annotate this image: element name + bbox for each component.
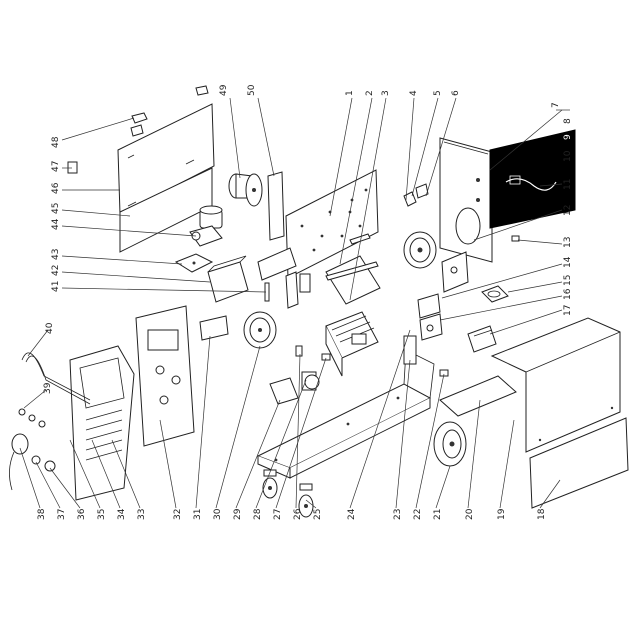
ring-connector-6	[403, 183, 429, 207]
callout-15: 15	[563, 275, 573, 286]
callout-5: 5	[433, 90, 443, 96]
control-board-12	[441, 251, 469, 293]
callout-10: 10	[563, 150, 573, 162]
callout-7: 7	[551, 102, 561, 108]
callout-49: 49	[219, 84, 229, 96]
callout-17: 17	[563, 305, 573, 316]
control-panel-32	[135, 305, 195, 447]
callout-18: 18	[537, 508, 547, 520]
callout-44: 44	[51, 218, 61, 230]
highlighted-cable-assembly	[489, 129, 576, 229]
transformer-17	[467, 325, 497, 353]
callout-31: 31	[193, 509, 203, 520]
callout-4: 4	[409, 90, 419, 96]
front-bezel-33	[69, 345, 135, 501]
callout-42: 42	[51, 265, 61, 276]
torch-40	[21, 352, 91, 405]
small-fan-15	[481, 285, 509, 303]
callout-3: 3	[381, 90, 391, 96]
post-part-50	[267, 171, 285, 241]
wire-feed-motor-44	[189, 205, 223, 247]
top-cover-46	[117, 103, 215, 215]
wire-spool-49	[228, 173, 263, 207]
callout-46: 46	[51, 182, 61, 194]
callout-29: 29	[233, 508, 243, 520]
rod-part-23	[403, 335, 417, 365]
fittings-39	[18, 408, 46, 428]
clip-part-47	[67, 161, 78, 174]
callout-2: 2	[365, 90, 375, 96]
side-cover-18	[529, 417, 629, 509]
callout-50: 50	[247, 84, 257, 96]
callout-26: 26	[293, 508, 303, 520]
callout-14: 14	[563, 256, 573, 268]
bracket-plate-43	[174, 253, 214, 273]
callout-6: 6	[451, 90, 461, 96]
callout-39: 39	[43, 382, 53, 394]
callout-37: 37	[57, 509, 67, 520]
callout-9: 9	[563, 134, 573, 140]
sockets-36-37	[31, 455, 56, 472]
callout-19: 19	[497, 508, 507, 520]
callout-16: 16	[563, 288, 573, 300]
small-parts-27-28	[295, 345, 331, 361]
trolley-handle	[403, 349, 435, 399]
cooling-fan	[403, 231, 437, 269]
heatsink-module	[325, 311, 379, 377]
board-16	[419, 313, 443, 341]
axle-part-22	[439, 369, 449, 377]
rear-panel	[439, 137, 493, 263]
callout-11: 11	[563, 179, 573, 190]
callout-1: 1	[345, 90, 355, 96]
callout-35: 35	[97, 509, 107, 520]
callout-27: 27	[273, 509, 283, 520]
callout-30: 30	[213, 508, 223, 520]
callout-33: 33	[137, 509, 147, 520]
callout-24: 24	[347, 508, 357, 520]
shelf-plate	[257, 247, 299, 309]
leader-lines	[19, 97, 570, 509]
castor-wheel-25b	[298, 483, 314, 518]
callout-25: 25	[313, 509, 323, 520]
callout-23: 23	[393, 509, 403, 520]
callout-32: 32	[173, 509, 183, 520]
callout-41: 41	[51, 281, 61, 292]
callout-34: 34	[117, 508, 127, 520]
callout-43: 43	[51, 249, 61, 260]
casing-19	[490, 317, 621, 453]
box-part-42	[207, 255, 249, 303]
rectifier-block	[269, 371, 320, 405]
callout-12: 12	[563, 205, 573, 216]
callout-22: 22	[413, 509, 423, 520]
callout-38: 38	[37, 508, 47, 520]
knob-13	[511, 235, 520, 242]
callout-13: 13	[563, 237, 573, 248]
front-shelf-20	[439, 375, 517, 417]
board-14	[417, 293, 441, 319]
callout-48: 48	[51, 136, 61, 148]
latch-part-48	[130, 85, 209, 137]
rail-bars	[325, 233, 379, 281]
display-board-31	[199, 315, 229, 341]
callout-28: 28	[253, 508, 263, 520]
callout-8: 8	[563, 118, 573, 124]
large-wheel-21	[433, 421, 467, 467]
callout-36: 36	[77, 508, 87, 520]
callout-47: 47	[51, 161, 61, 172]
callout-40: 40	[45, 322, 55, 334]
callout-21: 21	[433, 509, 443, 520]
callout-20: 20	[465, 508, 475, 520]
earth-clamp-38	[9, 433, 29, 491]
wheel-hub-left	[243, 311, 277, 349]
callout-45: 45	[51, 203, 61, 214]
